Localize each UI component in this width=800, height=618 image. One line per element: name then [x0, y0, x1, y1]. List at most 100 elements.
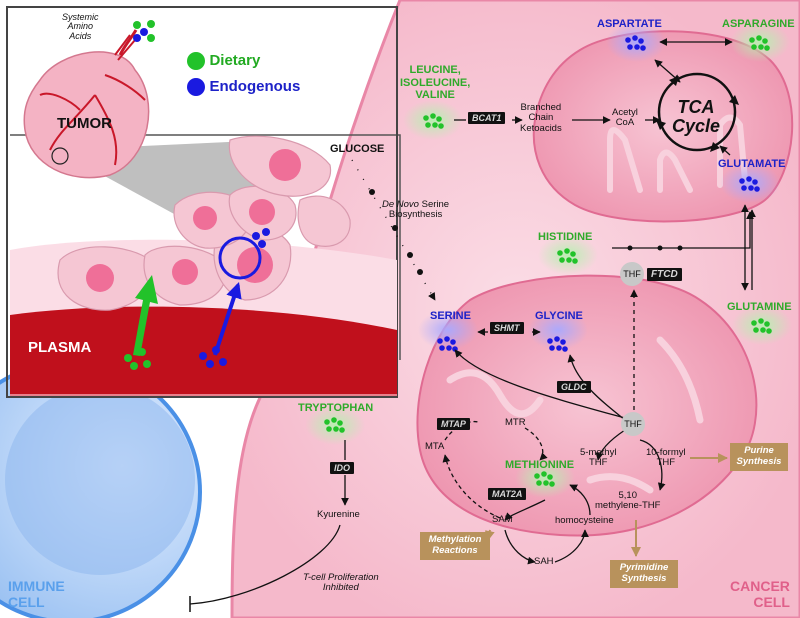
legend-endogenous-text: Endogenous [209, 77, 301, 95]
aspartate-dot-5 [640, 45, 646, 51]
glucose-bead-3 [417, 269, 423, 275]
bck-line3: Ketoacids [520, 122, 562, 134]
histidine-dot-4 [566, 257, 572, 263]
immune-cell [0, 360, 202, 618]
homocysteine-to-methionine [569, 484, 591, 516]
aspartate-glow [606, 22, 666, 62]
endogenous-dot-icon [187, 78, 205, 96]
plasma-label: PLASMA [28, 339, 92, 356]
mitochondrion-bottom [416, 274, 758, 537]
serine-dot-0 [437, 338, 443, 344]
histidine-label: HISTIDINE [538, 231, 593, 243]
histidine-dot-1 [564, 248, 570, 254]
asparagine-dot-2 [762, 38, 768, 44]
glutamine-dot-0 [751, 320, 757, 326]
tcell-line1: T-cell Proliferation [303, 572, 379, 583]
tca-cycle-ring [657, 72, 737, 152]
glucose-bead-2 [407, 252, 413, 258]
tumor-illustration [23, 29, 150, 179]
glutamate-dot-2 [752, 179, 758, 185]
glycine-dot-3 [549, 345, 555, 351]
plasma-dietary-dot-3 [143, 360, 151, 368]
bck-line1: Branched [520, 102, 562, 113]
thf-to-methyl [595, 429, 626, 461]
histidine-bead-1 [657, 245, 663, 251]
tcell-inhibition-label: T-cell Proliferation Inhibited [303, 572, 379, 594]
tca-text: TCA [677, 97, 715, 117]
tca-arrowhead-1 [729, 95, 739, 105]
plasma-band [10, 306, 397, 395]
glucose-label: GLUCOSE [330, 143, 385, 155]
histidine-bead-0 [627, 245, 633, 251]
tryptophan-dot-4 [333, 426, 339, 432]
glutamine-dot-5 [766, 328, 772, 334]
tca-arrowhead-2 [710, 142, 720, 152]
bcaa-dot-5 [438, 123, 444, 129]
acetyl-text: Acetyl [612, 107, 638, 118]
legend-dietary: Dietary [187, 52, 260, 70]
methionine-dot-0 [534, 473, 540, 479]
tryptophan-label: TRYPTOPHAN [298, 402, 374, 414]
asparagine-glow [730, 22, 790, 62]
glycine-dot-2 [560, 339, 566, 345]
methylation-reactions-box: Methylation Reactions [420, 532, 490, 560]
cycle-text: Cycle [672, 115, 721, 136]
amino-text: Amino [67, 21, 94, 32]
methionine-dot-1 [541, 471, 547, 477]
thf-node-ftcd: THF [620, 262, 644, 286]
immune-cell-label: IMMUNE CELL [8, 578, 65, 610]
glycine-label: GLYCINE [535, 310, 583, 322]
glutamine-glow [732, 305, 792, 345]
methylthf-line2: THF [588, 457, 608, 469]
aspartate-dot-2 [638, 38, 644, 44]
plasma-endogenous-dot-0 [199, 352, 207, 360]
methylene-thf-label: 5,10 methylene-THF [595, 490, 660, 512]
serine-glow [418, 310, 478, 350]
serine-dot-2 [450, 339, 456, 345]
sah-label: SAH [534, 556, 554, 567]
glutamine-label: GLUTAMINE [727, 301, 792, 313]
methionine-dot-4 [543, 480, 549, 486]
methylthf-line1: 5-methyl [580, 447, 617, 458]
immune-line2: CELL [8, 594, 45, 611]
glutamine-dot-3 [753, 327, 759, 333]
aspartate-dot-0 [625, 37, 631, 43]
bcaa-label: LEUCINE, ISOLEUCINE, VALINE [400, 64, 470, 102]
bck-line2: Chain [528, 112, 554, 124]
ido-enzyme: IDO [330, 462, 355, 474]
glycine-dot-0 [547, 338, 553, 344]
denovo-text: De Novo [382, 199, 419, 210]
plasma-endogenous-dot-2 [206, 360, 214, 368]
tca-arrowhead-0 [669, 76, 679, 86]
glutamate-dot-1 [746, 176, 752, 182]
tryptophan-dot-2 [337, 420, 343, 426]
aspartate-dot-1 [632, 35, 638, 41]
acetyl-coa-label: Acetyl CoA [612, 107, 638, 129]
mta-label: MTA [425, 441, 445, 452]
glutamine-dot-1 [758, 318, 764, 324]
mtr-to-methionine [524, 427, 548, 461]
tca-cycle-label: TCA Cycle [672, 98, 720, 136]
systemic-dot-0 [133, 21, 141, 29]
serine-dot-3 [439, 345, 445, 351]
histidine-dot-2 [570, 251, 576, 257]
systemic-text: Systemic [62, 12, 99, 22]
histidine-dot-0 [557, 250, 563, 256]
purine-line2: Synthesis [736, 455, 782, 467]
methylation-line2: Reactions [432, 544, 478, 556]
ftcd-enzyme: FTCD [647, 268, 682, 281]
inset-panel [6, 6, 401, 398]
mtap-enzyme: MTAP [437, 418, 470, 430]
denovo-serine-label: De Novo Serine Biosynthesis [382, 199, 449, 221]
bcaa-glow [403, 100, 463, 140]
tca-arrowhead-3 [656, 120, 666, 130]
purine-synthesis-box: Purine Synthesis [730, 443, 788, 471]
tcell-line2: Inhibited [322, 582, 359, 594]
bcaa-dot-0 [423, 115, 429, 121]
sam-label: SAM [492, 514, 513, 525]
systemic-dot-3 [133, 34, 141, 42]
biosynthesis-text: Biosynthesis [388, 209, 443, 221]
tryptophan-dot-5 [339, 427, 345, 433]
cell-endogenous-dot-0 [252, 232, 260, 240]
plasma-dietary-dot-2 [130, 362, 138, 370]
